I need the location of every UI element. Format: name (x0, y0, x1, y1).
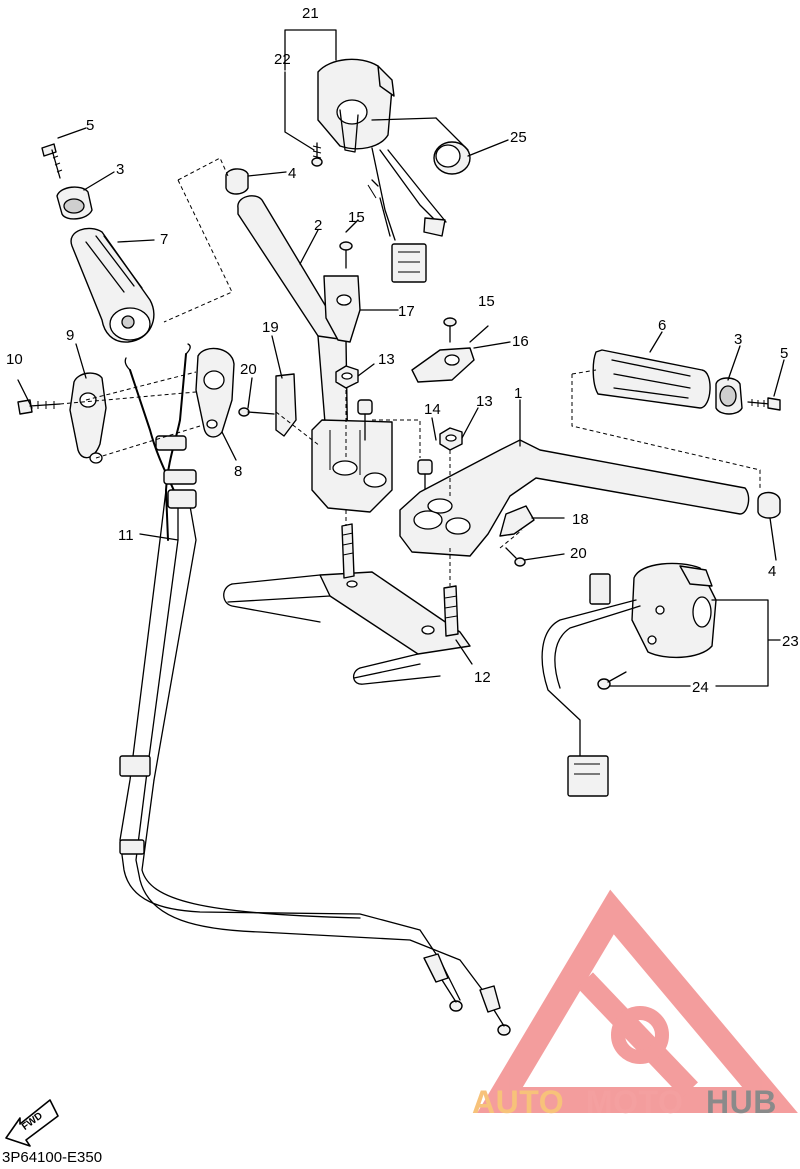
part-20-screw-a (238, 407, 275, 417)
callout-14: 14 (424, 401, 441, 418)
part-7-grip-left (70, 227, 155, 343)
callout-23: 23 (782, 633, 799, 650)
part-9-clamp (69, 372, 107, 464)
part-6-grip-right (592, 349, 711, 409)
callout-3-left: 3 (116, 161, 124, 178)
part-8-clamp (195, 347, 235, 438)
watermark-text: AUTO MOTO HUB (472, 1084, 777, 1120)
watermark-auto: AUTO (472, 1084, 564, 1120)
part-12-bracket (223, 523, 471, 685)
callout-15-b: 15 (478, 293, 495, 310)
callout-7: 7 (160, 231, 168, 248)
part-4-endcap-right (757, 491, 781, 519)
part-5-bolt-left (41, 143, 63, 179)
part-13-nut-b (439, 427, 463, 451)
callout-11: 11 (118, 527, 134, 544)
part-22-screw (311, 142, 323, 167)
part-10-bolt (17, 399, 61, 415)
part-15-screw-a (339, 241, 353, 269)
part-11-throttle-cables (119, 343, 511, 1036)
part-25-ring (433, 141, 471, 175)
part-17-cover (323, 275, 361, 343)
callout-9: 9 (66, 327, 74, 344)
part-23-switch-housing (541, 562, 717, 797)
callout-1: 1 (514, 385, 522, 402)
part-1-handlebar-right (399, 439, 750, 557)
part-24-screw (597, 671, 627, 690)
callout-8: 8 (234, 463, 242, 480)
part-15-screw-b (443, 317, 457, 343)
part-21-switch-housing (317, 58, 447, 283)
callout-13-b: 13 (476, 393, 493, 410)
part-19-switch (275, 373, 297, 437)
callout-2: 2 (314, 217, 322, 234)
callout-20-b: 20 (570, 545, 587, 562)
callout-3-right: 3 (734, 331, 742, 348)
part-20-screw-b (505, 547, 526, 567)
callout-25: 25 (510, 129, 527, 146)
part-14-bolt-a (357, 399, 373, 441)
callout-15-a: 15 (348, 209, 365, 226)
fwd-arrow-icon: FWD (5, 1099, 59, 1147)
watermark-logo (477, 889, 798, 1113)
part-13-nut-a (335, 365, 359, 389)
callout-12: 12 (474, 669, 491, 686)
watermark-hub: HUB (706, 1084, 777, 1120)
callout-6: 6 (658, 317, 666, 334)
callout-16: 16 (512, 333, 529, 350)
part-5-bolt-right (747, 397, 781, 411)
callout-13-a: 13 (378, 351, 395, 368)
callout-18: 18 (572, 511, 589, 528)
callout-4-top: 4 (288, 165, 296, 182)
callout-21: 21 (302, 5, 319, 22)
leader-lines (17, 29, 785, 687)
part-3-weight-left (56, 186, 93, 220)
part-4-endcap-top (225, 168, 249, 195)
callout-4-right: 4 (768, 563, 776, 580)
callout-labels: 21 22 25 5 3 4 7 2 15 17 15 16 6 3 5 10 … (6, 5, 799, 696)
callout-22: 22 (274, 51, 291, 68)
callout-17: 17 (398, 303, 415, 320)
watermark-moto: MOTO (586, 1084, 683, 1120)
part-18-switch (499, 505, 535, 537)
diagram-code: 3P64100-E350 (2, 1149, 102, 1164)
callout-19: 19 (262, 319, 279, 336)
callout-20-a: 20 (240, 361, 257, 378)
part-16-cover (411, 347, 475, 383)
part-3-weight-right (715, 377, 743, 415)
callout-5-right: 5 (780, 345, 788, 362)
part-2-handlebar-left (237, 195, 393, 513)
callout-10: 10 (6, 351, 23, 368)
callout-5-left: 5 (86, 117, 94, 134)
callout-24: 24 (692, 679, 709, 696)
